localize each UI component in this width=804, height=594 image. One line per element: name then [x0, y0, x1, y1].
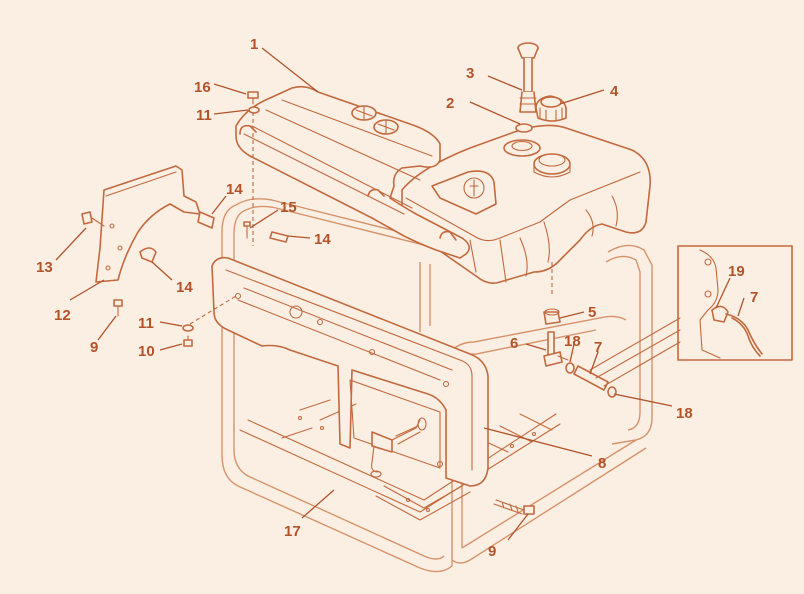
bolt-9-frame [493, 499, 535, 515]
callout-1: 1 [250, 36, 258, 53]
callout-14-bracket: 14 [176, 279, 193, 296]
callout-labels: 1 2 3 4 5 6 7 7 8 9 9 10 11 11 12 13 14 … [36, 36, 758, 560]
callout-3: 3 [466, 65, 474, 82]
clip-14-c [269, 231, 289, 243]
callout-19: 19 [728, 263, 745, 280]
callout-2: 2 [446, 95, 454, 112]
callout-11-top: 11 [196, 107, 212, 124]
fuel-cap [535, 95, 567, 122]
callout-15: 15 [280, 199, 297, 216]
callout-9-bracket: 9 [90, 339, 98, 356]
washer-11-top [248, 106, 260, 114]
clamp-18-a [565, 362, 575, 374]
bolt-13 [81, 211, 105, 227]
assembly-line-panel [189, 295, 237, 325]
callout-9-frame: 9 [488, 543, 496, 560]
clip-14-b [139, 247, 157, 263]
frame-tube [221, 198, 653, 573]
washer-11-left [182, 324, 194, 332]
fuel-valve-6 [543, 331, 569, 367]
callout-7-valve: 7 [594, 339, 602, 356]
grommet-5 [543, 308, 561, 325]
callout-16: 16 [194, 79, 211, 96]
callout-11-left: 11 [138, 315, 154, 332]
callout-14-mid: 14 [314, 231, 331, 248]
mounting-bracket [95, 165, 201, 283]
bolt-9-bracket [113, 299, 123, 317]
gauge-gasket [515, 123, 533, 133]
fuel-gauge [517, 42, 539, 113]
detail-inset [589, 245, 793, 387]
bolt-16 [247, 91, 259, 105]
leader-lines [55, 47, 745, 541]
tank-cover [235, 85, 470, 259]
clamp-18-b [607, 386, 617, 398]
callout-17: 17 [284, 523, 301, 540]
screw-15 [243, 221, 251, 239]
callout-18-valve: 18 [564, 333, 581, 350]
clip-14-a [197, 211, 215, 229]
callout-12: 12 [54, 307, 71, 324]
control-panel [211, 256, 489, 487]
callout-8: 8 [598, 455, 606, 472]
callout-13: 13 [36, 259, 53, 276]
callout-14-top: 14 [226, 181, 243, 198]
callout-6: 6 [510, 335, 518, 352]
callout-4: 4 [610, 83, 619, 100]
callout-7-inset: 7 [750, 289, 758, 306]
callout-5: 5 [588, 304, 596, 321]
callout-10: 10 [138, 343, 155, 360]
bolt-10 [183, 335, 193, 347]
callout-18-clamp: 18 [676, 405, 693, 422]
